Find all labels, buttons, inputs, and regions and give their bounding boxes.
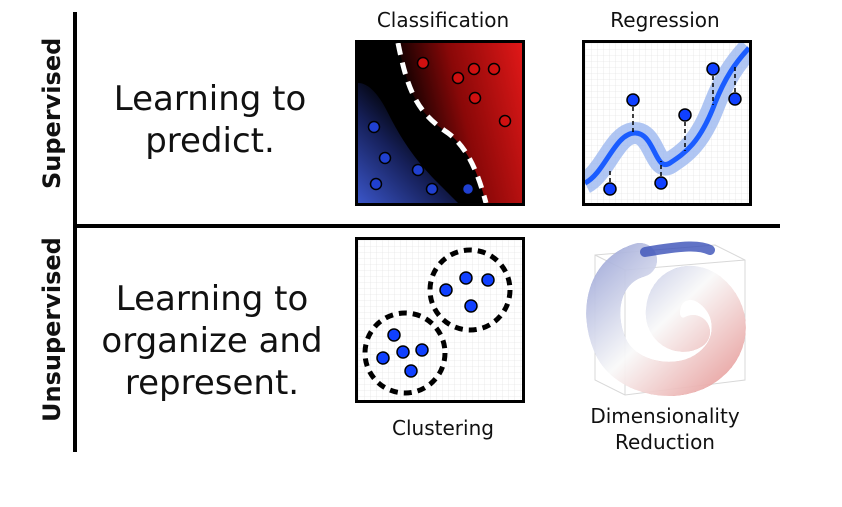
clustering-panel bbox=[355, 237, 525, 403]
vertical-divider bbox=[73, 12, 77, 452]
classification-plot bbox=[358, 43, 522, 203]
classification-panel bbox=[355, 40, 525, 206]
cluster-point bbox=[459, 271, 473, 285]
classification-title: Classification bbox=[376, 8, 510, 32]
red-point bbox=[498, 114, 512, 128]
regression-curve bbox=[585, 46, 749, 186]
red-point bbox=[487, 62, 501, 76]
dimensionality-reduction-title-line: Dimensionality bbox=[590, 404, 740, 428]
cluster-point bbox=[404, 364, 418, 378]
blue-point bbox=[369, 177, 383, 191]
red-point bbox=[468, 91, 482, 105]
data-point bbox=[728, 92, 742, 106]
unsupervised-description: Learning to organize and represent. bbox=[92, 278, 332, 404]
swiss-roll bbox=[586, 241, 746, 396]
blue-point bbox=[378, 151, 392, 165]
supervised-description-line: Learning to bbox=[113, 79, 307, 119]
unsupervised-description-line: organize and bbox=[101, 321, 323, 361]
dimensionality-reduction-plot bbox=[585, 240, 750, 400]
decision-boundary bbox=[395, 43, 489, 203]
dimensionality-reduction-title: Dimensionality Reduction bbox=[565, 403, 765, 455]
clustering-title: Clustering bbox=[392, 416, 494, 440]
cluster-boundary bbox=[362, 310, 448, 396]
cluster-points bbox=[376, 271, 495, 378]
cluster-point bbox=[481, 273, 495, 287]
regression-panel bbox=[582, 40, 752, 206]
row-label-supervised: Supervised bbox=[38, 37, 66, 189]
cluster-point bbox=[464, 299, 478, 313]
red-points bbox=[416, 56, 512, 128]
cluster-point bbox=[439, 283, 453, 297]
blue-region bbox=[358, 83, 458, 203]
unsupervised-description-line: represent. bbox=[124, 363, 300, 403]
data-point bbox=[654, 176, 668, 190]
supervised-description-line: predict. bbox=[145, 121, 275, 161]
red-point bbox=[451, 71, 465, 85]
red-region bbox=[398, 43, 522, 203]
blue-point bbox=[411, 163, 425, 177]
blue-points bbox=[367, 120, 475, 196]
cluster-boundary bbox=[427, 247, 513, 333]
row-label-unsupervised: Unsupervised bbox=[38, 237, 66, 422]
clustering-plot bbox=[358, 240, 522, 400]
regression-plot bbox=[585, 43, 749, 203]
data-point bbox=[678, 108, 692, 122]
data-point bbox=[626, 93, 640, 107]
dimensionality-reduction-title-line: Reduction bbox=[615, 430, 715, 454]
data-point bbox=[603, 182, 617, 196]
regression-points bbox=[603, 62, 742, 196]
horizontal-divider bbox=[73, 224, 780, 228]
blue-point bbox=[461, 182, 475, 196]
roll-top-edge bbox=[640, 241, 715, 257]
regression-title: Regression bbox=[610, 8, 720, 32]
red-point bbox=[416, 56, 430, 70]
blue-point bbox=[425, 182, 439, 196]
blue-point bbox=[367, 120, 381, 134]
roll-texture bbox=[586, 243, 746, 396]
cluster-point bbox=[376, 351, 390, 365]
cluster-point bbox=[415, 343, 429, 357]
data-point bbox=[706, 62, 720, 76]
red-point bbox=[467, 62, 481, 76]
supervised-description: Learning to predict. bbox=[100, 78, 320, 162]
cluster-point bbox=[396, 345, 410, 359]
unsupervised-description-line: Learning to bbox=[115, 279, 309, 319]
cluster-point bbox=[387, 328, 401, 342]
